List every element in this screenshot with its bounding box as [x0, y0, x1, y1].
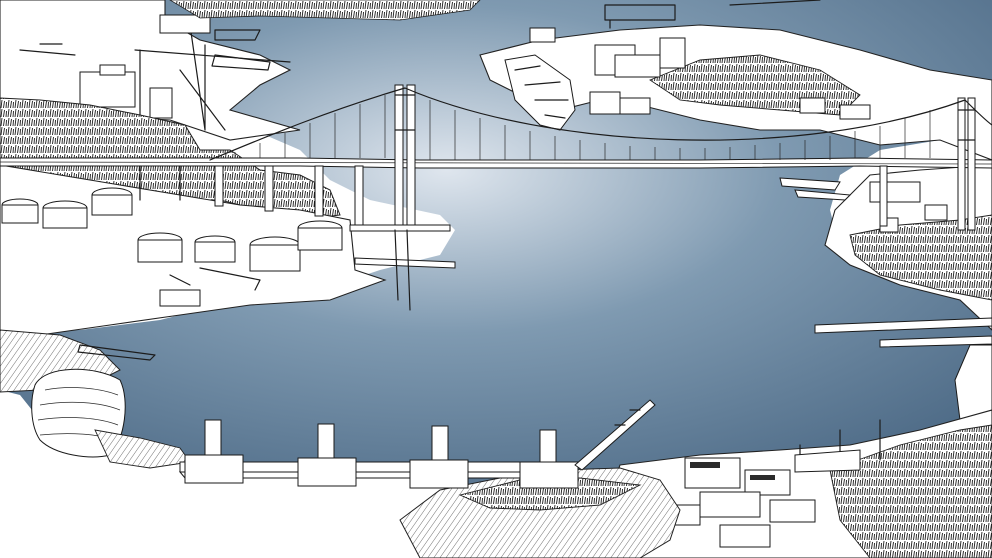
town-buildings [659, 419, 881, 548]
forest-bottom-right [829, 424, 992, 558]
shipyard-cranes [19, 14, 291, 131]
forest-right [849, 214, 992, 301]
tanker-ship [504, 54, 576, 131]
oil-tank-farm [1, 187, 343, 307]
floating-breakwater [178, 399, 656, 489]
pier-right-2 [879, 335, 992, 348]
factory-buildings [529, 0, 871, 120]
jetty-center [349, 224, 451, 232]
barge-right [779, 177, 841, 191]
pier-right-1 [814, 317, 992, 334]
suspension-bridge [0, 84, 992, 231]
jetty-center-2 [354, 257, 456, 269]
far-shore-top [169, 0, 481, 21]
